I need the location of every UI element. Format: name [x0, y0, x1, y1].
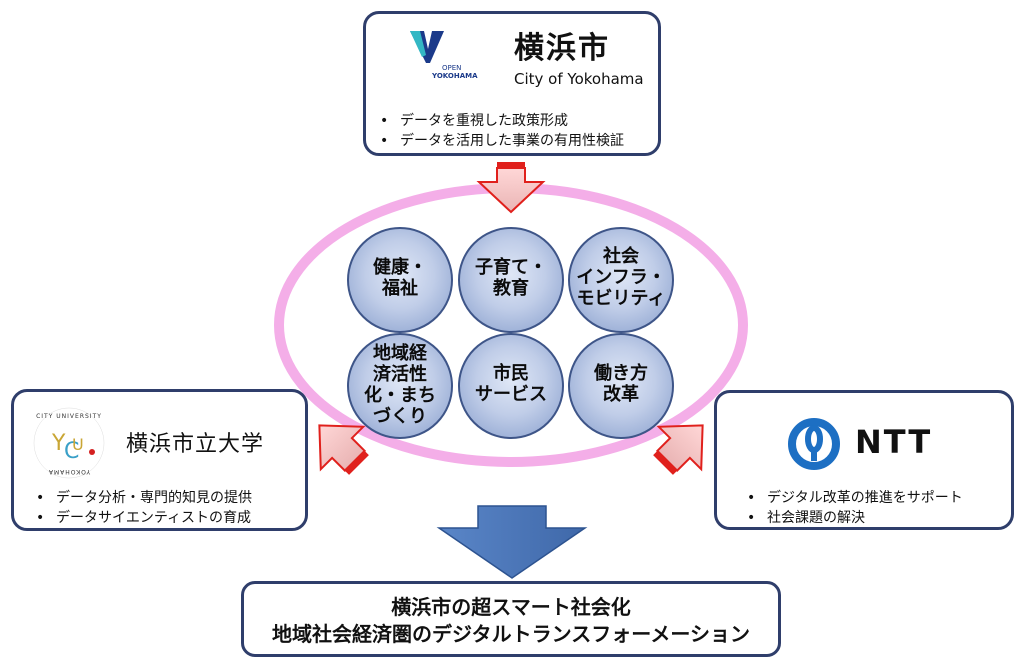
domain-circle-1: [347, 227, 453, 333]
bullet-item: データを活用した事業の有用性検証: [380, 131, 624, 151]
svg-text:Y: Y: [51, 431, 66, 456]
domain-circle-2: [458, 227, 564, 333]
ntt-box: NTT デジタル改革の推進をサポート 社会課題の解決: [714, 390, 1014, 530]
ntt-name: NTT: [855, 423, 933, 461]
ntt-logo-icon: [788, 418, 840, 470]
yokohama-university-bullets: データ分析・専門的知見の提供 データサイエンティストの育成: [36, 488, 252, 528]
svg-text:U: U: [72, 435, 84, 454]
domain-circle-4: [347, 333, 453, 439]
outcome-line-2: 地域社会経済圏のデジタルトランスフォーメーション: [272, 622, 750, 646]
domain-label-2: 子育て・ 教育: [475, 257, 547, 299]
domain-label-1: 健康・ 福祉: [373, 257, 427, 299]
bullet-item: 社会課題の解決: [747, 508, 963, 528]
arrow-from-city: [476, 167, 546, 214]
yokohama-university-name: 横浜市立大学: [126, 432, 265, 457]
bullet-item: デジタル改革の推進をサポート: [747, 488, 963, 508]
svg-text:CITY UNIVERSITY: CITY UNIVERSITY: [36, 413, 102, 420]
yokohama-city-bullets: データを重視した政策形成 データを活用した事業の有用性検証: [380, 111, 624, 151]
open-yokohama-logo-icon: [410, 31, 444, 63]
outcome-box: 横浜市の超スマート社会化 地域社会経済圏のデジタルトランスフォーメーション: [241, 581, 781, 657]
svg-text:YOKOHAMA: YOKOHAMA: [48, 468, 91, 475]
ntt-bullets: デジタル改革の推進をサポート 社会課題の解決: [747, 488, 963, 528]
domain-circle-3: [568, 227, 674, 333]
domain-label-6: 働き方 改革: [594, 363, 648, 405]
bullet-item: データを重視した政策形成: [380, 111, 624, 131]
open-yokohama-text: OPEN YOKOHAMA: [432, 64, 478, 80]
domain-label-4: 地域経 済活性 化・まち づくり: [364, 343, 436, 427]
arrow-from-university: [318, 424, 369, 475]
svg-text:C: C: [64, 439, 79, 464]
outcome-line-1: 横浜市の超スマート社会化: [391, 595, 631, 619]
domain-circle-5: [458, 333, 564, 439]
arrow-to-outcome: [436, 505, 588, 579]
bullet-item: データサイエンティストの育成: [36, 508, 252, 528]
domain-circles: [347, 227, 674, 439]
arrow-from-city-cap: [497, 162, 525, 168]
ycu-logo-icon: CITY UNIVERSITY YOKOHAMA Y C U: [33, 407, 105, 479]
domain-circle-6: [568, 333, 674, 439]
yokohama-city-name-en: City of Yokohama: [514, 70, 644, 88]
bullet-item: データ分析・専門的知見の提供: [36, 488, 252, 508]
arrow-from-ntt: [653, 424, 704, 475]
domain-label-3: 社会 インフラ・ モビリティ: [576, 246, 666, 309]
yokohama-university-box: CITY UNIVERSITY YOKOHAMA Y C U 横浜市立大学 デー…: [11, 389, 308, 531]
yokohama-city-box: OPEN YOKOHAMA 横浜市 City of Yokohama データを重…: [363, 11, 661, 156]
yokohama-city-name-jp: 横浜市: [514, 31, 610, 66]
domain-label-5: 市民 サービス: [475, 363, 547, 405]
